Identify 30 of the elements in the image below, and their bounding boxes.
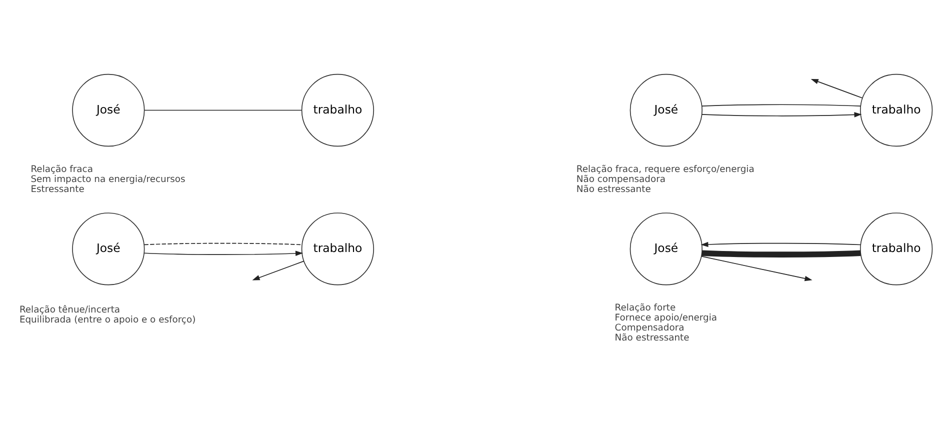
node-label: Relação tênue/incerta	[19, 304, 120, 316]
node-circle: José	[72, 74, 145, 147]
node-label: Não estressante	[614, 332, 690, 344]
connector	[144, 110, 302, 111]
node-label: Não compensadora	[576, 174, 666, 185]
node-label: Compensadora	[614, 322, 684, 334]
arrow	[700, 242, 861, 248]
arrow	[701, 256, 812, 282]
arrow	[144, 250, 304, 256]
node-circle: trabalho	[860, 212, 933, 286]
node-label: Fornece apoio/energia	[614, 312, 718, 324]
node-label: Não estressante	[576, 184, 651, 195]
arrow	[702, 112, 862, 118]
node-label: Estressante	[30, 184, 84, 195]
connector	[144, 242, 302, 246]
node-label: Relação forte	[614, 302, 676, 314]
connector	[702, 104, 861, 106]
node-circle: José	[630, 212, 703, 286]
node-label: Equilibrada (entre o apoio e o esforço)	[19, 314, 196, 326]
arrow	[810, 78, 863, 98]
arrow	[252, 260, 304, 280]
node-circle: trabalho	[301, 74, 374, 147]
node-circle: trabalho	[860, 74, 933, 147]
node-circle: José	[630, 74, 703, 147]
connector	[702, 250, 861, 258]
node-label: Relação fraca	[30, 164, 93, 175]
node-label: Relação fraca, requere esforço/energia	[576, 164, 754, 175]
node-circle: trabalho	[301, 212, 374, 286]
node-circle: José	[72, 212, 145, 286]
node-label: Sem impacto na energia/recursos	[30, 174, 186, 185]
